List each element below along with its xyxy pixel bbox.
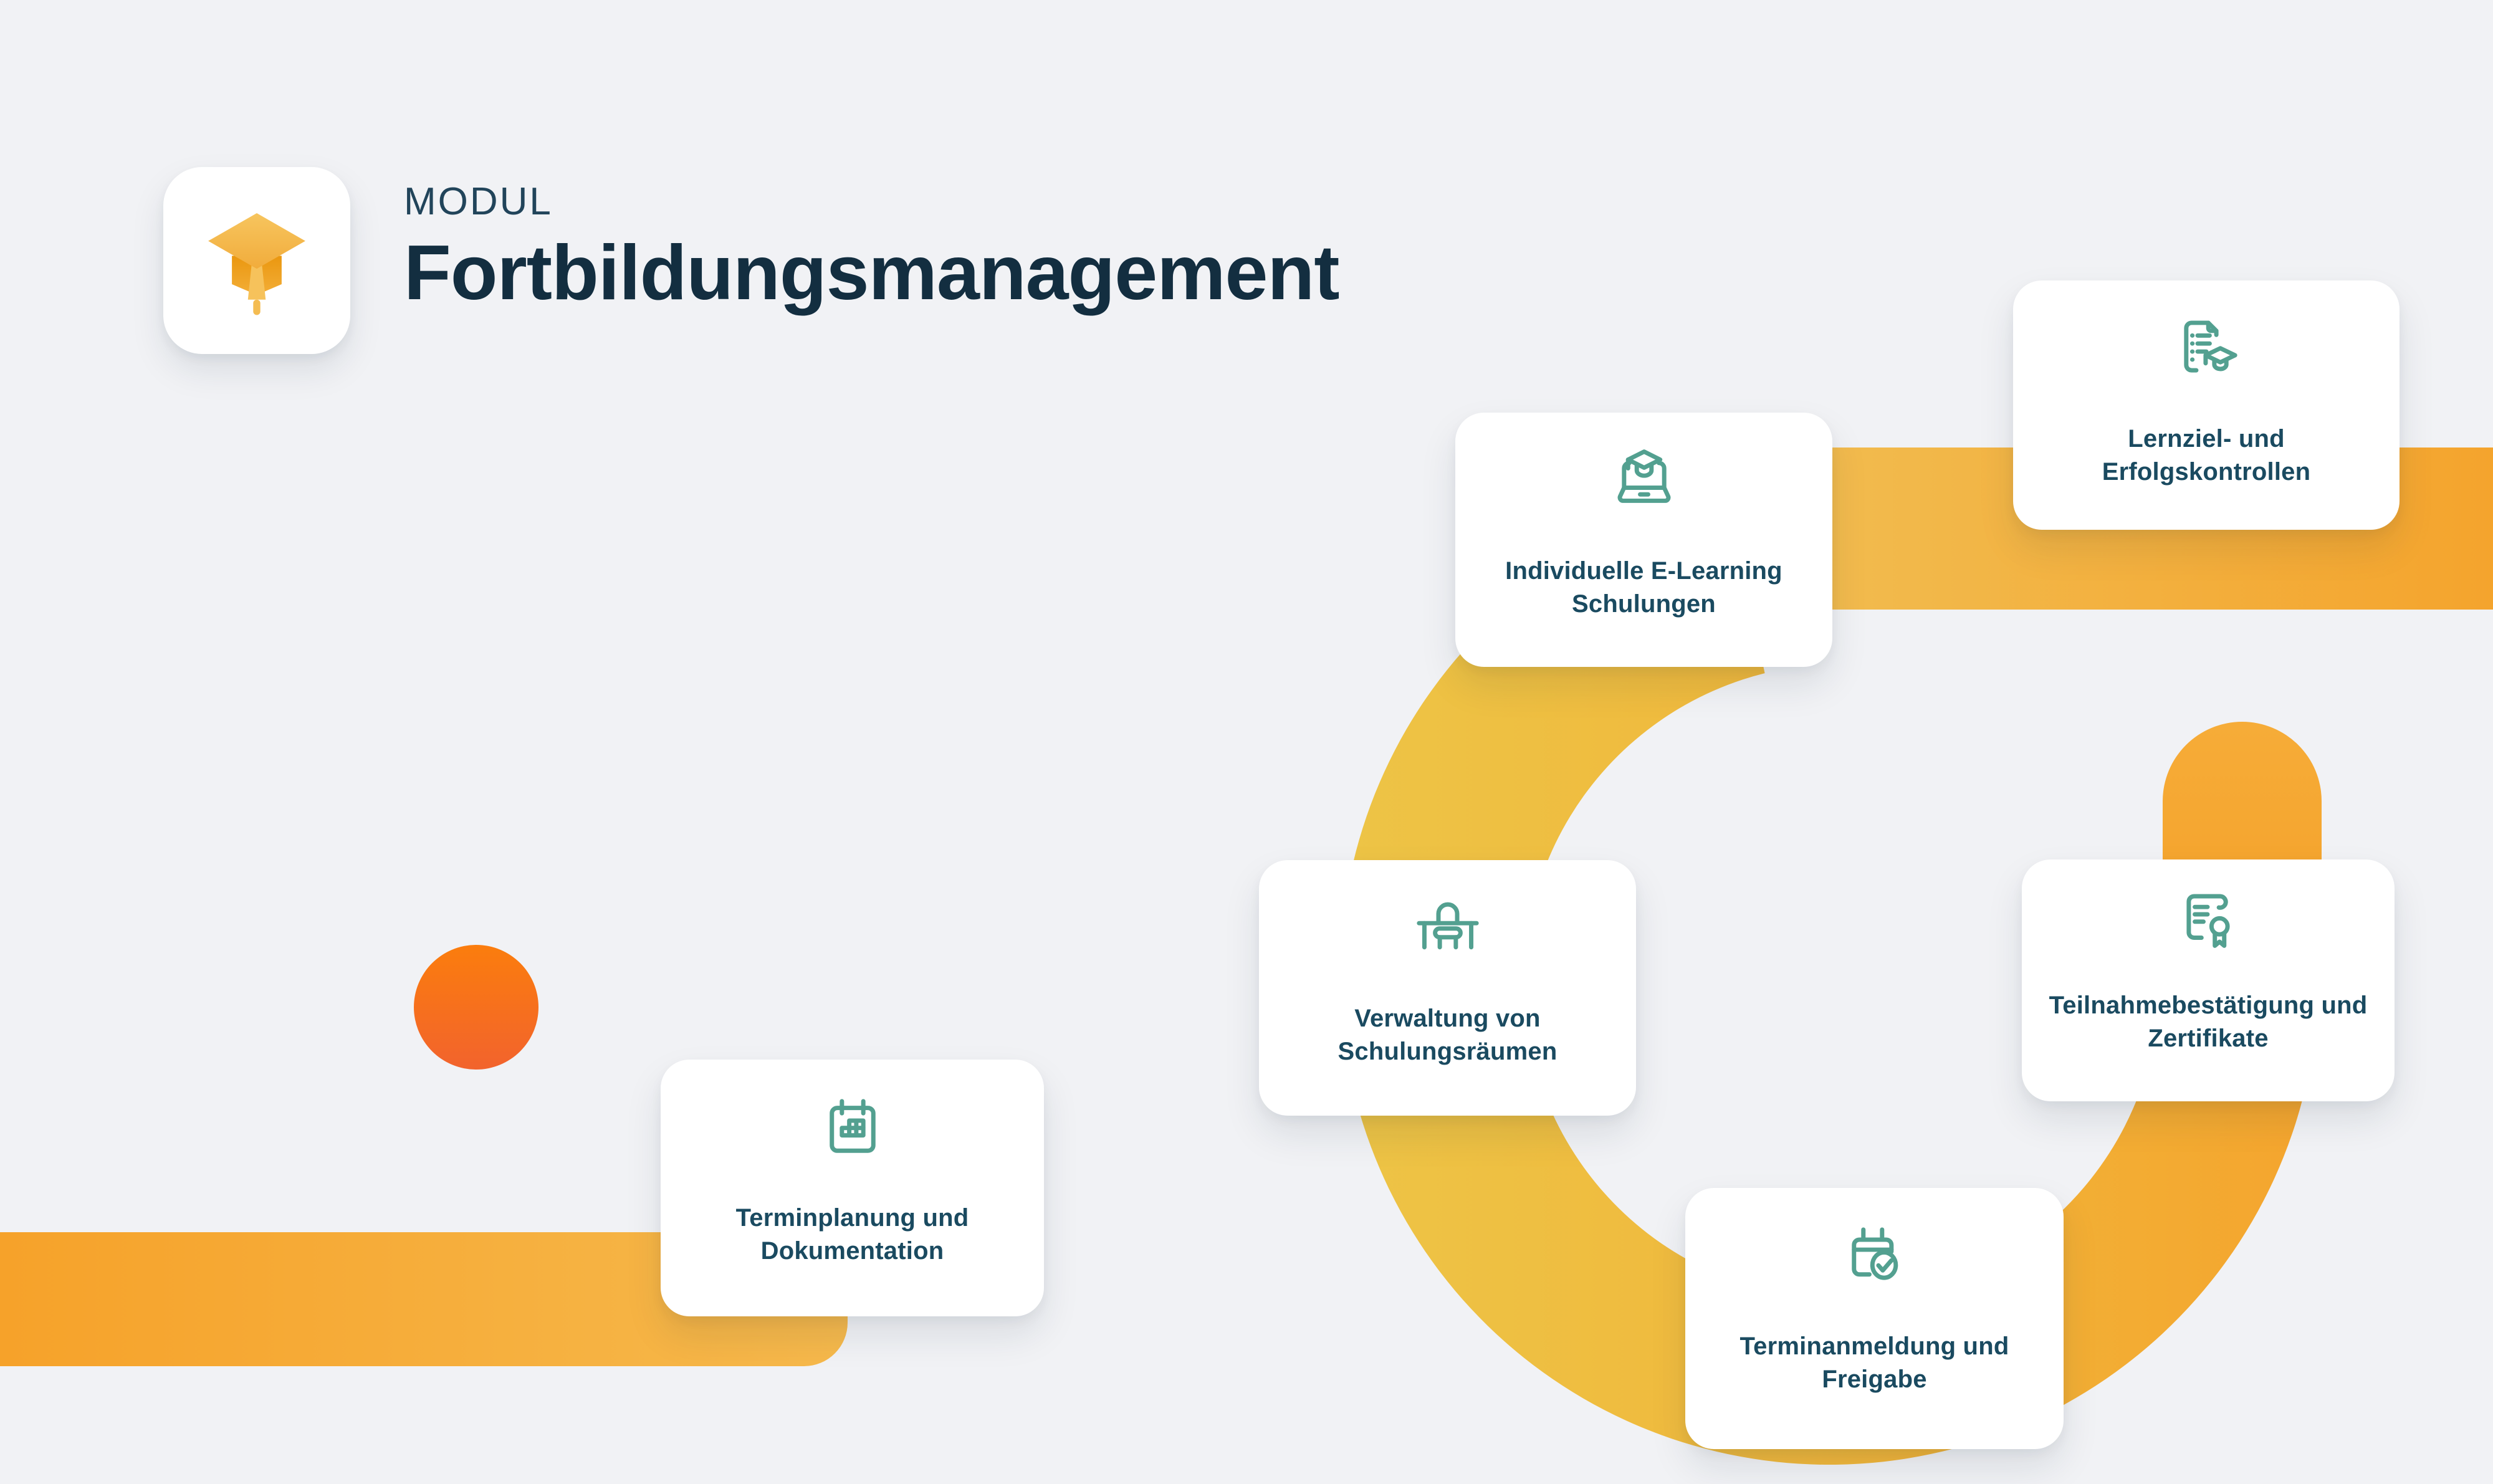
module-kicker: MODUL xyxy=(404,180,553,223)
card-label: Verwaltung von Schulungsräumen xyxy=(1337,1005,1558,1065)
desk-icon xyxy=(1416,902,1479,950)
module-logo-card xyxy=(163,167,350,354)
card-label: Lernziel- und Erfolgskontrollen xyxy=(2102,425,2311,486)
card-lernziel-erfolgskontrollen: Lernziel- und Erfolgskontrollen xyxy=(2013,280,2400,530)
card-teilnahmebestaetigung-zertifikate: Teilnahmebestätigung und Zertifikate xyxy=(2022,859,2395,1101)
certificate-icon xyxy=(2186,894,2230,948)
accent-circle xyxy=(414,945,538,1070)
page-title: Fortbildungsmanagement xyxy=(404,230,1340,316)
card-label: Terminanmeldung und Freigabe xyxy=(1739,1333,2009,1393)
card-terminanmeldung-freigabe: Terminanmeldung und Freigabe xyxy=(1685,1188,2064,1449)
card-label: Individuelle E-Learning Schulungen xyxy=(1505,557,1782,618)
laptop-graduation-icon xyxy=(1617,449,1670,503)
process-ring-arc xyxy=(1339,497,2318,1465)
bottom-left-band xyxy=(0,1232,848,1366)
card-label: Teilnahmebestätigung und Zertifikate xyxy=(2049,992,2368,1052)
calendar-check-icon xyxy=(1851,1227,1898,1280)
card-label: Terminplanung und Dokumentation xyxy=(735,1204,969,1265)
card-verwaltung-schulungsraeume: Verwaltung von Schulungsräumen xyxy=(1259,860,1636,1116)
card-individuelle-elearning: Individuelle E-Learning Schulungen xyxy=(1455,413,1832,667)
header: MODUL Fortbildungsmanagement xyxy=(404,180,1340,317)
checklist-graduation-icon xyxy=(2184,320,2237,373)
graduation-cap-icon xyxy=(208,213,305,315)
calendar-grid-icon xyxy=(829,1099,876,1153)
card-terminplanung-dokumentation: Terminplanung und Dokumentation xyxy=(661,1060,1044,1316)
